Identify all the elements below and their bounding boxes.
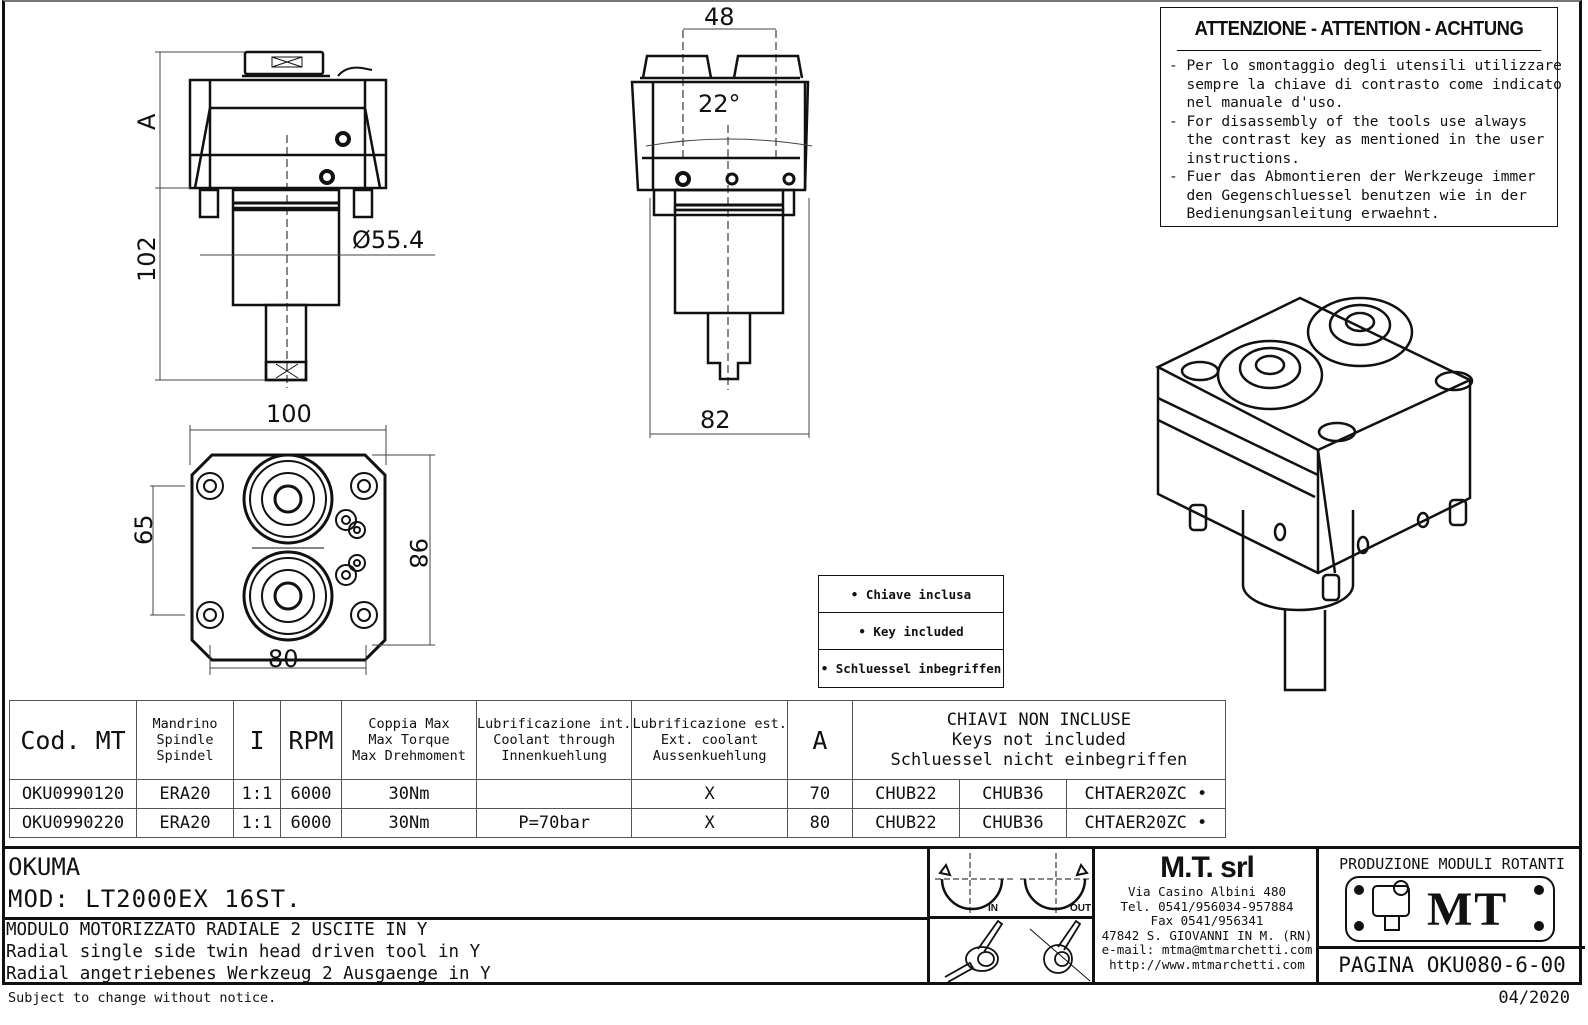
footer-date: 04/2020 <box>1498 988 1570 1008</box>
dim-65: 65 <box>130 514 158 545</box>
cell-spindle: ERA20 <box>136 779 234 809</box>
side-view <box>188 50 388 388</box>
cell-a: 80 <box>786 808 853 838</box>
company-address: Via Casino Albini 480 <box>1127 884 1287 899</box>
title-block: OKUMA MOD: LT2000EX 16ST. MODULO MOTORIZ… <box>2 846 1585 985</box>
rotation-in-icon: IN <box>935 853 1015 914</box>
company-name: M.T. srl <box>1160 851 1255 884</box>
cell-ratio: 1:1 <box>233 808 281 838</box>
dim-98: 98 <box>404 538 432 569</box>
logo-text: MT <box>1427 883 1509 936</box>
table-row: OKU0990120 ERA20 1:1 6000 30Nm X 70 CHUB… <box>9 779 1226 809</box>
key-included-it: • Chiave inclusa <box>819 576 1003 613</box>
page-number: PAGINA OKU080-6-00 <box>1338 953 1566 977</box>
divider <box>2 917 927 920</box>
cell-coolant-ext: X <box>631 779 788 809</box>
cell-torque: 30Nm <box>341 779 477 809</box>
cell-code: OKU0990220 <box>9 808 137 838</box>
wrench-correct-icon <box>944 919 1004 983</box>
production-label: PRODUZIONE MODULI ROTANTI <box>1339 855 1565 873</box>
drawing-frame <box>2 0 1582 985</box>
top-view <box>190 453 387 662</box>
description-it: MODULO MOTORIZZATO RADIALE 2 USCITE IN Y <box>6 920 428 940</box>
rotation-out-label: OUT <box>1070 903 1091 914</box>
cell-code: OKU0990120 <box>9 779 137 809</box>
cell-coolant-int: P=70bar <box>475 808 633 838</box>
dim-82: 82 <box>700 406 731 434</box>
spec-table-header: Cod. MT Mandrino Spindle Spindel I RPM C… <box>9 700 1226 780</box>
cell-key1: CHUB22 <box>851 808 960 838</box>
footer-notice: Subject to change without notice. <box>8 990 277 1006</box>
rotation-diagram: IN OUT <box>935 853 1095 983</box>
machine-brand: OKUMA <box>8 853 81 881</box>
cell-torque: 30Nm <box>341 808 477 838</box>
attention-body: - Per lo smontaggio degli utensili utili… <box>1169 58 1562 222</box>
wrench-wrong-icon <box>1029 919 1091 982</box>
front-view <box>630 30 810 390</box>
bolt-holes <box>196 472 378 629</box>
cell-rpm: 6000 <box>280 779 342 809</box>
divider <box>1319 946 1585 949</box>
description-de: Radial angetriebenes Werkzeug 2 Ausgaeng… <box>6 964 491 984</box>
header-coolant-int: Lubrificazione int. Coolant through Inne… <box>475 700 633 780</box>
table-row: OKU0990220 ERA20 1:1 6000 30Nm P=70bar X… <box>9 808 1226 838</box>
divider <box>930 916 1095 919</box>
company-web: http://www.mtmarchetti.com <box>1109 956 1305 972</box>
header-a: A <box>786 700 853 780</box>
key-included-de: • Schluessel inbegriffen <box>820 661 1002 676</box>
company-tel: Tel. 0541/956034-957884 <box>1120 898 1294 914</box>
spindle-bottom <box>242 550 334 642</box>
spec-table: Cod. MT Mandrino Spindle Spindel I RPM C… <box>9 700 1226 838</box>
dim-80: 80 <box>268 645 299 673</box>
machine-model: MOD: LT2000EX 16ST. <box>8 885 302 913</box>
cell-coolant-int <box>475 779 633 809</box>
cell-key1: CHUB22 <box>851 779 960 809</box>
title-block-description: OKUMA MOD: LT2000EX 16ST. MODULO MOTORIZ… <box>2 849 927 984</box>
cell-key3: CHTAER20ZC • <box>1065 779 1226 809</box>
attention-box: ATTENZIONE - ATTENTION - ACHTUNG - Per l… <box>1160 7 1562 227</box>
cell-key2: CHUB36 <box>958 779 1067 809</box>
company-city: 47842 S. GIOVANNI IN M. (RN) <box>1101 927 1313 943</box>
isometric-view <box>1155 296 1474 692</box>
rotation-out-icon: OUT <box>1020 853 1095 914</box>
logo-module-icon <box>1354 880 1544 931</box>
production-info: PRODUZIONE MODULI ROTANTI MT PAGINA OKU0… <box>1316 849 1585 982</box>
key-included-en: • Key included <box>819 613 1003 650</box>
company-info: M.T. srl Via Casino Albini 480 Tel. 0541… <box>1092 849 1319 982</box>
header-coolant-ext: Lubrificazione est. Ext. coolant Aussenk… <box>631 700 788 780</box>
dim-102: 102 <box>133 236 161 282</box>
cell-rpm: 6000 <box>280 808 342 838</box>
attention-title: ATTENZIONE - ATTENTION - ACHTUNG <box>1176 8 1542 51</box>
header-rpm: RPM <box>280 700 342 780</box>
rotation-in-label: IN <box>988 903 998 914</box>
company-fax: Fax 0541/956341 <box>1150 913 1264 928</box>
key-included-box: • Chiave inclusa • Key included • Schlue… <box>818 575 1004 688</box>
header-spindle: Mandrino Spindle Spindel <box>136 700 234 780</box>
dim-angle: 22° <box>698 90 741 118</box>
front-view-dimensions <box>645 28 813 438</box>
cell-key3: CHTAER20ZC • <box>1065 808 1226 838</box>
dim-48: 48 <box>704 3 735 31</box>
header-keys: CHIAVI NON INCLUSE Keys not included Sch… <box>851 700 1226 780</box>
header-code: Cod. MT <box>9 700 137 780</box>
cell-ratio: 1:1 <box>233 779 281 809</box>
dim-diameter: Ø55.4 <box>352 226 424 254</box>
top-view-dimensions <box>150 425 435 675</box>
header-torque: Coppia Max Max Torque Max Drehmoment <box>341 700 477 780</box>
side-view-dimensions <box>155 51 435 381</box>
header-ratio: I <box>233 700 281 780</box>
spindle-top <box>242 453 334 545</box>
dim-100: 100 <box>266 400 312 428</box>
company-email: e-mail: mtma@mtmarchetti.com <box>1101 942 1313 957</box>
cell-key2: CHUB36 <box>958 808 1067 838</box>
mt-logo: MT <box>1345 876 1555 942</box>
cell-spindle: ERA20 <box>136 808 234 838</box>
description-en: Radial single side twin head driven tool… <box>6 942 481 962</box>
cell-coolant-ext: X <box>631 808 788 838</box>
cell-a: 70 <box>786 779 853 809</box>
dim-a: A <box>133 113 161 130</box>
rotation-icons: IN OUT <box>927 849 1095 983</box>
